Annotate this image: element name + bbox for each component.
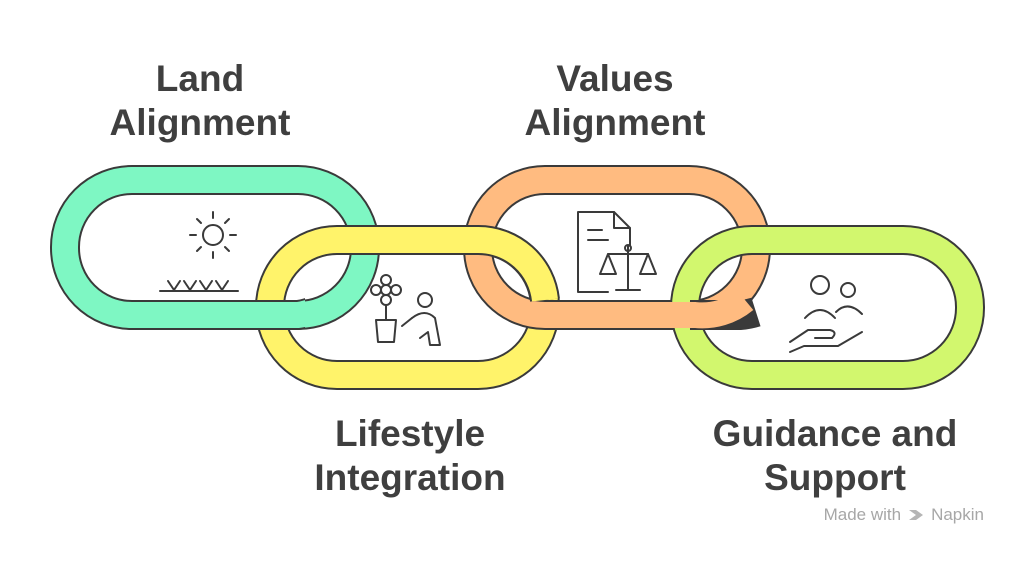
label-guidance-and-support: Guidance and Support — [655, 412, 1015, 500]
hand-people-icon — [789, 275, 863, 353]
label-line: Alignment — [109, 102, 291, 143]
label-land-alignment: Land Alignment — [40, 57, 360, 145]
label-line: Alignment — [524, 102, 706, 143]
label-line: Values — [556, 58, 674, 99]
label-lifestyle-integration: Lifestyle Integration — [250, 412, 570, 500]
branding-name: Napkin — [931, 505, 984, 524]
flower-person-icon — [370, 274, 441, 346]
label-line: Support — [764, 457, 906, 498]
label-line: Integration — [314, 457, 506, 498]
overlap-land — [132, 298, 305, 330]
overlap-lifestyle — [410, 224, 560, 303]
overlap-values — [600, 289, 761, 330]
sun-grass-icon — [159, 211, 239, 292]
document-scales-icon — [577, 211, 657, 293]
label-values-alignment: Values Alignment — [455, 57, 775, 145]
branding-prefix: Made with — [823, 505, 902, 524]
label-line: Lifestyle — [334, 413, 486, 454]
napkin-logo-icon — [909, 510, 924, 520]
label-line: Land — [155, 58, 245, 99]
napkin-branding[interactable]: Made with Napkin — [824, 505, 984, 525]
label-line: Guidance and — [712, 413, 958, 454]
